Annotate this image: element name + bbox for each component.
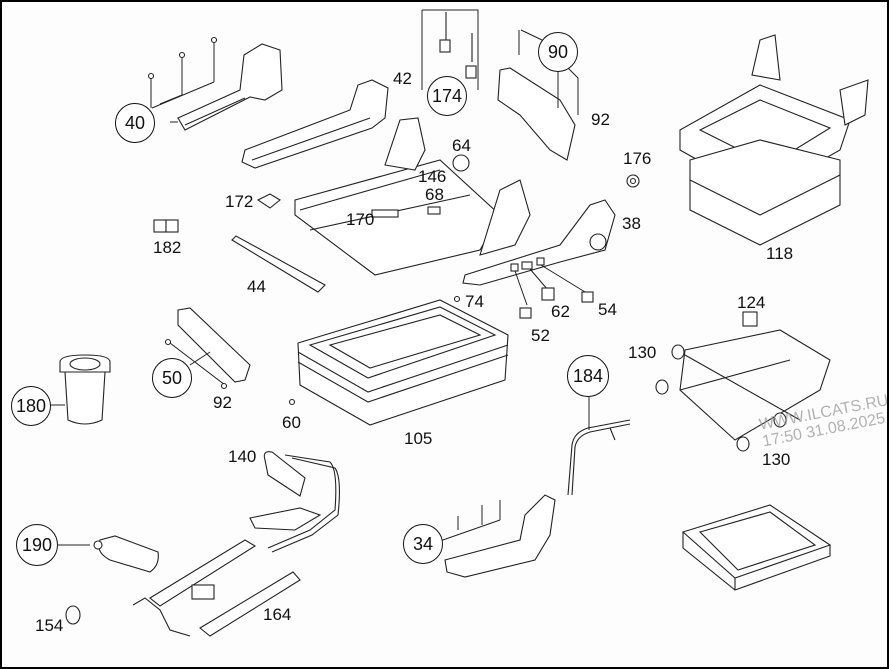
part-154-drawing	[65, 605, 81, 625]
part-105-drawing	[297, 299, 509, 426]
part-184-label[interactable]: 184	[567, 355, 609, 397]
part-42-drawing	[241, 79, 389, 169]
part-38-label[interactable]: 38	[622, 214, 641, 233]
part-44-drawing	[231, 235, 326, 293]
part-124-label[interactable]: 124	[737, 293, 766, 312]
part-182-drawing	[153, 219, 179, 233]
part-64-label[interactable]: 64	[452, 136, 471, 155]
part-42-label[interactable]: 42	[393, 69, 412, 88]
part-105-label[interactable]: 105	[404, 429, 433, 448]
part-130-label-b[interactable]: 130	[762, 450, 791, 469]
part-130-drawing	[655, 329, 831, 452]
part-92-label-b[interactable]: 92	[213, 393, 232, 412]
base-frame-drawing	[681, 504, 832, 591]
part-92-label-a[interactable]: 92	[591, 110, 610, 129]
part-146-drawing	[294, 117, 531, 276]
part-146-label[interactable]: 146	[418, 167, 447, 186]
part-44-label[interactable]: 44	[247, 277, 266, 296]
part-140-drawing	[249, 451, 341, 553]
part-170-label[interactable]: 170	[346, 210, 375, 229]
part-50-label[interactable]: 50	[152, 358, 192, 398]
part-164-drawing	[132, 539, 301, 637]
part-190-label[interactable]: 190	[16, 524, 58, 566]
part-90-label[interactable]: 90	[538, 32, 578, 72]
part-60-drawing	[288, 398, 296, 406]
part-140-label[interactable]: 140	[228, 447, 257, 466]
part-176-drawing	[626, 174, 640, 188]
part-90-drawing	[497, 29, 579, 161]
part-34-label[interactable]: 34	[403, 524, 443, 564]
part-174-drawing	[421, 9, 479, 90]
part-154-label[interactable]: 154	[35, 616, 64, 635]
part-74-drawing	[453, 295, 461, 303]
part-182-label[interactable]: 182	[153, 238, 182, 257]
part-174-label[interactable]: 174	[427, 76, 467, 116]
part-40-drawing	[147, 36, 283, 131]
part-60-label[interactable]: 60	[282, 413, 301, 432]
part-130-label-a[interactable]: 130	[628, 343, 657, 362]
part-40-label[interactable]: 40	[115, 103, 155, 143]
part-38-drawing	[462, 199, 616, 319]
part-118-drawing	[679, 34, 869, 246]
part-118-label[interactable]: 118	[766, 244, 794, 263]
part-184-drawing	[567, 397, 631, 496]
part-74-label[interactable]: 74	[465, 292, 484, 311]
part-64-drawing	[452, 154, 470, 172]
part-190-drawing	[56, 535, 159, 573]
part-52-label[interactable]: 52	[531, 326, 550, 345]
part-124-drawing	[742, 311, 758, 327]
part-34-drawing	[439, 494, 556, 578]
part-62-label[interactable]: 62	[551, 302, 570, 321]
part-164-label[interactable]: 164	[263, 605, 292, 624]
part-180-drawing	[50, 354, 111, 425]
part-68-label[interactable]: 68	[425, 185, 444, 204]
part-180-label[interactable]: 180	[11, 386, 51, 426]
part-54-label[interactable]: 54	[598, 300, 617, 319]
part-172-label[interactable]: 172	[225, 192, 254, 211]
part-50-drawing	[164, 307, 251, 390]
part-172-drawing	[256, 193, 281, 209]
part-176-label[interactable]: 176	[623, 149, 652, 168]
